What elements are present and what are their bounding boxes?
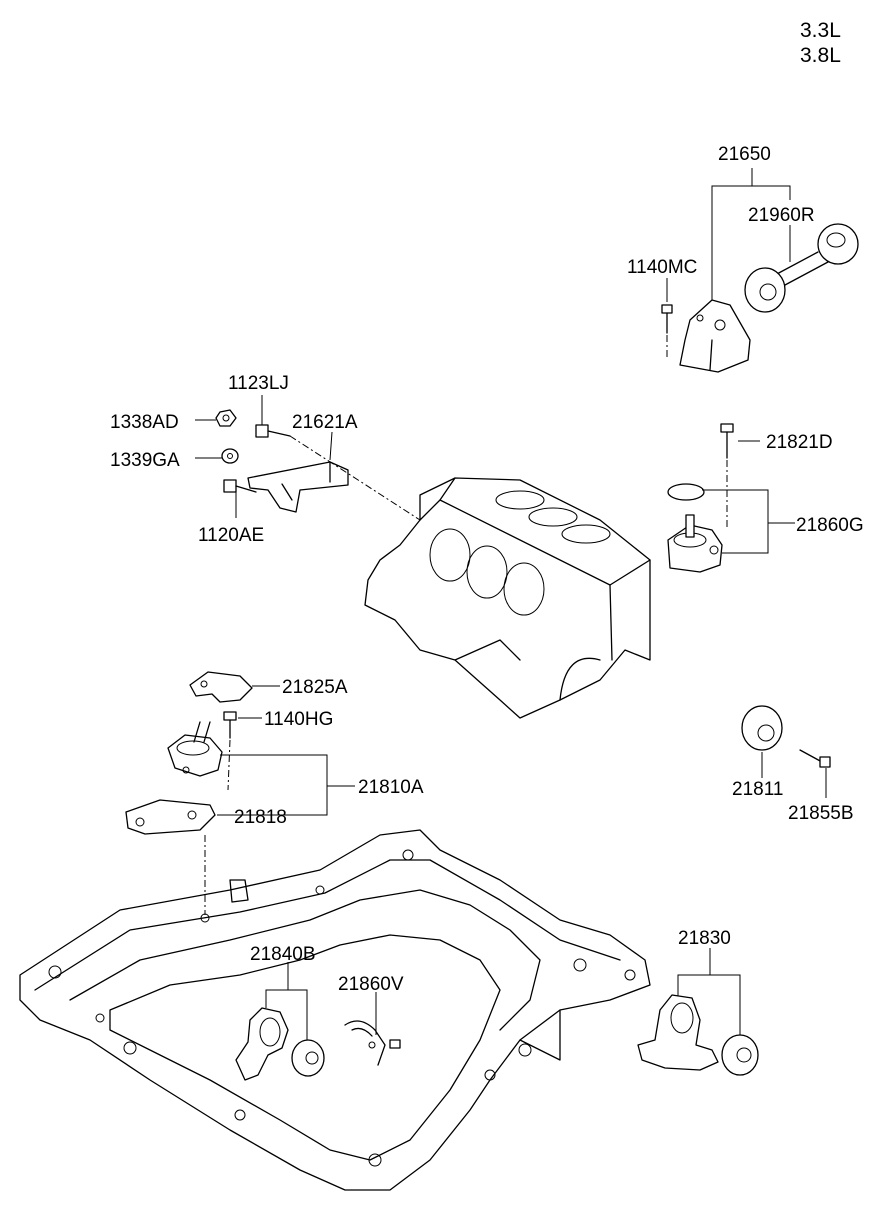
engine-variant-3-3l: 3.3L (800, 19, 841, 42)
part-21860G-mount[interactable] (667, 483, 723, 573)
label-1338AD: 1338AD (110, 412, 179, 433)
part-21840B-bracket[interactable] (235, 1007, 289, 1081)
label-21818: 21818 (234, 807, 287, 828)
label-21960R: 21960R (748, 205, 815, 226)
label-21811: 21811 (732, 779, 783, 800)
label-21810A: 21810A (358, 777, 424, 798)
part-21821D-bolt[interactable] (720, 423, 734, 459)
label-21830: 21830 (678, 928, 731, 949)
part-21810A-mount[interactable] (167, 721, 223, 777)
part-21818-bracket[interactable] (125, 799, 216, 835)
part-1339GA-washer[interactable] (221, 448, 239, 464)
label-21650: 21650 (718, 144, 771, 165)
part-1120AE-bolt[interactable] (223, 479, 257, 493)
label-21840B: 21840B (250, 944, 316, 965)
label-21621A: 21621A (292, 412, 358, 433)
label-21860G: 21860G (796, 515, 864, 536)
label-1140HG: 1140HG (264, 709, 333, 730)
part-1140HG-bolt[interactable] (223, 711, 237, 739)
part-1123LJ-bolt[interactable] (255, 424, 291, 438)
label-1339GA: 1339GA (110, 450, 180, 471)
part-21840B-bushing[interactable] (291, 1039, 325, 1077)
part-21811-bushing[interactable] (741, 705, 783, 751)
label-21855B: 21855B (788, 803, 854, 824)
part-21860V-bracket[interactable] (344, 1020, 401, 1066)
front-subframe (19, 829, 651, 1191)
label-21860V: 21860V (338, 974, 404, 995)
label-1120AE: 1120AE (198, 525, 264, 546)
part-1338AD-nut[interactable] (215, 409, 237, 427)
label-21825A: 21825A (282, 677, 348, 698)
part-21830-bracket[interactable] (637, 994, 719, 1071)
part-21650-bracket[interactable] (679, 299, 751, 373)
engine-variant-3-8l: 3.8L (800, 44, 841, 67)
part-21621A-bracket[interactable] (247, 461, 349, 513)
engine-block (364, 477, 651, 719)
part-21830-bushing[interactable] (721, 1034, 759, 1076)
label-1123LJ: 1123LJ (228, 373, 289, 394)
part-1140MC-bolt[interactable] (661, 304, 673, 334)
part-21960R-torque-rod[interactable] (744, 223, 859, 313)
label-21821D: 21821D (766, 432, 833, 453)
part-21855B-bolt[interactable] (799, 749, 831, 768)
part-21825A-cover[interactable] (189, 671, 253, 703)
label-1140MC: 1140MC (627, 257, 697, 278)
